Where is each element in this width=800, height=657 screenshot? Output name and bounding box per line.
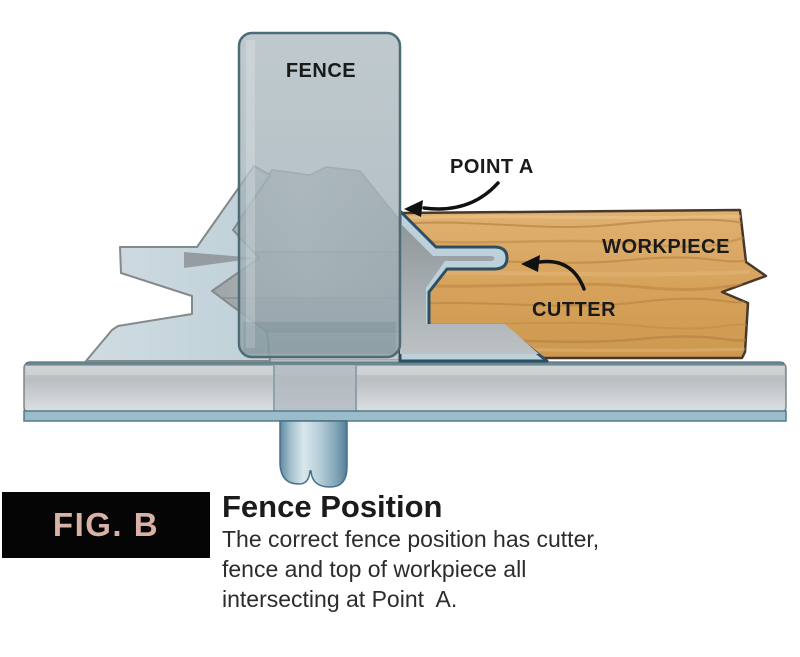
table-top-edge [26, 362, 784, 366]
caption-block: Fence Position The correct fence positio… [222, 489, 792, 614]
fence-label: FENCE [286, 60, 356, 82]
figure-tag: FIG. B [52, 506, 160, 543]
cutter-label: CUTTER [532, 299, 616, 321]
blade-steel-face [400, 223, 539, 354]
blade-edge-wedge [184, 252, 258, 268]
caption-title: Fence Position [222, 489, 443, 524]
cutter-arrow-icon [521, 255, 586, 291]
router-fence-illustration: FENCE POINT A WORKPIECE CUTTER [23, 31, 787, 488]
table-bottom-band [23, 410, 787, 422]
figure-tag-box: FIG. B [2, 492, 210, 558]
wood-grain-texture [403, 214, 751, 353]
router-table-shape [23, 361, 787, 422]
caption-line: intersecting at Point A. [222, 586, 458, 612]
spindle-shape [279, 420, 348, 488]
caption-line: fence and top of workpiece all [222, 556, 527, 582]
caption-line: The correct fence position has cutter, [222, 526, 600, 552]
point-a-arrow-icon [404, 181, 500, 217]
point-a-label: POINT A [450, 156, 534, 178]
cutter-right-blade [398, 209, 549, 363]
fence-shape [237, 31, 402, 359]
spindle-column-behind-table [273, 365, 357, 412]
workpiece-label: WORKPIECE [602, 236, 730, 258]
